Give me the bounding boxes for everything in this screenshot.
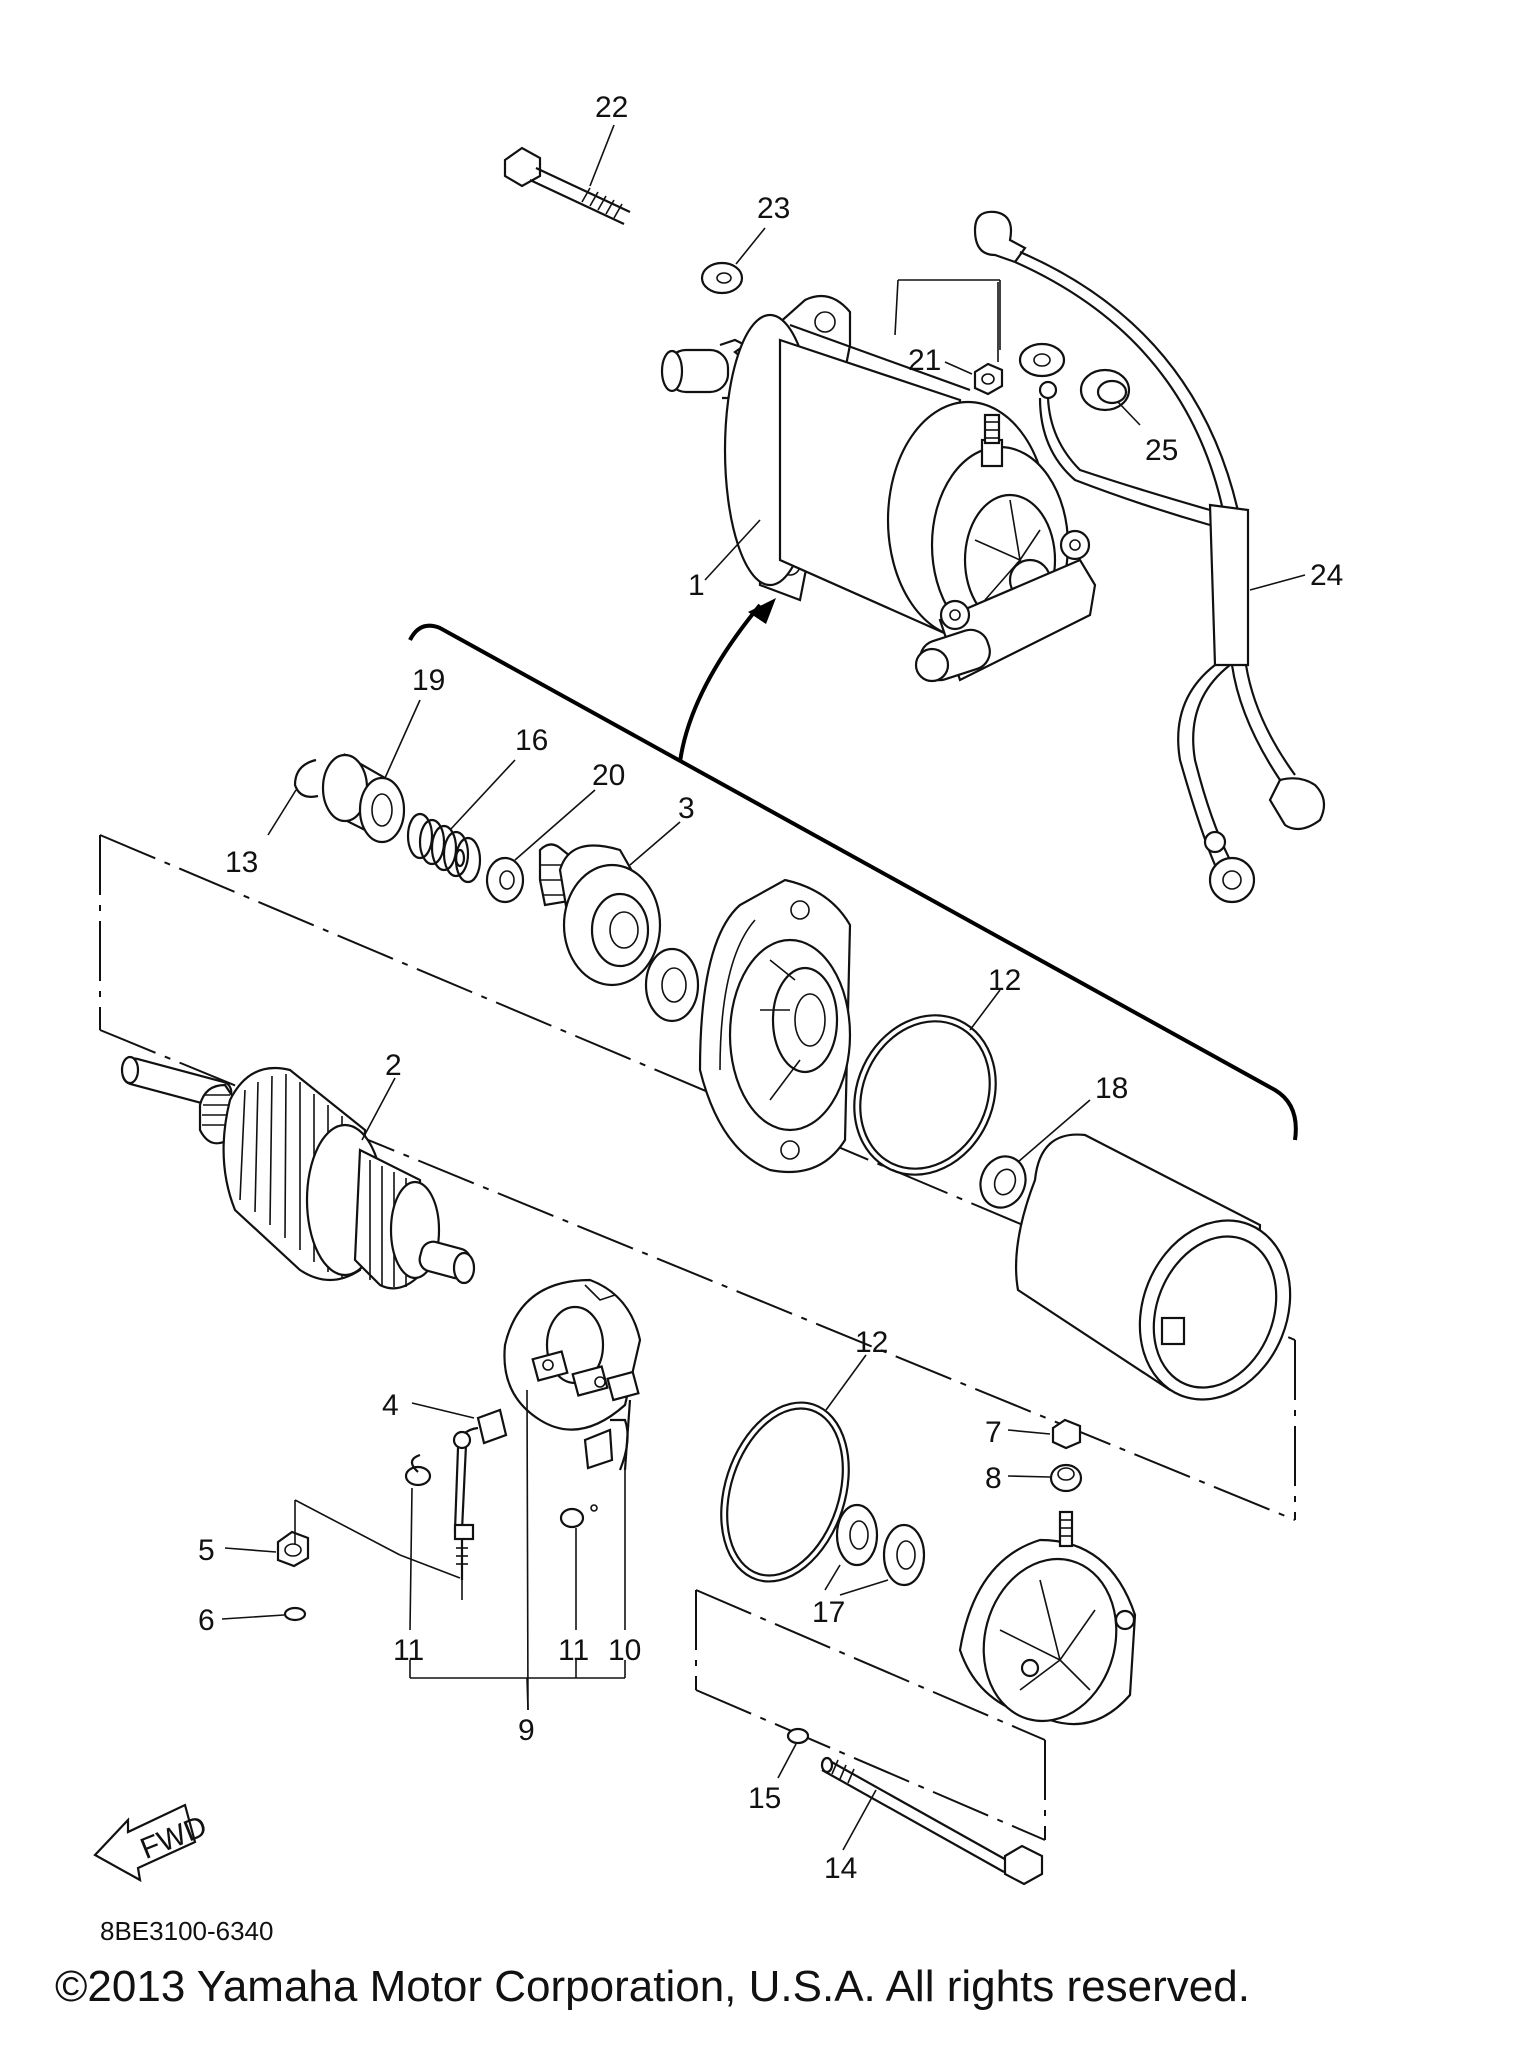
washer-unlabeled[interactable]: [644, 947, 700, 1023]
collar-19[interactable]: [321, 699, 421, 844]
label-3: 3: [678, 792, 695, 825]
label-21: 21: [908, 344, 941, 377]
label-19: 19: [412, 664, 445, 697]
nut-25[interactable]: [1079, 368, 1141, 426]
label-17: 17: [812, 1596, 845, 1629]
label-10: 10: [608, 1634, 641, 1667]
part-number-labels: 22 23 21 25 24 1 19 16 20 3 13 12 18 2 1…: [198, 91, 1343, 1885]
clutch-3[interactable]: [538, 821, 681, 987]
label-13: 13: [225, 846, 258, 879]
nut-21[interactable]: [944, 361, 1004, 396]
washer-18[interactable]: [973, 1099, 1091, 1214]
starter-motor-1[interactable]: [660, 294, 1097, 685]
label-6: 6: [198, 1604, 215, 1637]
nut-7[interactable]: [1007, 1418, 1082, 1450]
yoke[interactable]: [1014, 1133, 1316, 1423]
washer-23[interactable]: [700, 227, 766, 295]
label-25: 25: [1145, 434, 1178, 467]
grommet-8[interactable]: [1007, 1463, 1083, 1493]
label-2: 2: [385, 1049, 402, 1082]
label-12a: 12: [988, 964, 1021, 997]
label-9: 9: [518, 1714, 535, 1747]
brush-10[interactable]: [583, 1399, 632, 1471]
group-leaders: [294, 1389, 626, 1711]
lock-washer-11-left[interactable]: [404, 1453, 432, 1487]
label-7: 7: [985, 1416, 1002, 1449]
label-11a: 11: [393, 1634, 424, 1667]
washer-20[interactable]: [485, 789, 596, 904]
label-1: 1: [688, 569, 705, 602]
label-15: 15: [748, 1782, 781, 1815]
fwd-arrow: FWD: [93, 1803, 212, 1883]
label-4: 4: [382, 1389, 399, 1422]
lead-wire-24[interactable]: [973, 210, 1326, 904]
armature-2[interactable]: [120, 1055, 476, 1290]
label-16: 16: [515, 724, 548, 757]
label-22: 22: [595, 91, 628, 124]
front-cover[interactable]: [698, 878, 852, 1174]
o-ring-12-upper[interactable]: [829, 989, 1022, 1198]
label-8: 8: [985, 1462, 1002, 1495]
copyright-notice: ©2013 Yamaha Motor Corporation, U.S.A. A…: [55, 1962, 1250, 2011]
reference-bracket-top: [894, 279, 1001, 362]
lock-washer-11-right[interactable]: [559, 1504, 598, 1529]
circlip-13[interactable]: [267, 758, 319, 836]
washer-15[interactable]: [777, 1727, 810, 1779]
label-11b: 11: [558, 1634, 589, 1667]
washer-17-a[interactable]: [835, 1503, 879, 1567]
dash-frame-lower: [695, 1589, 1046, 1841]
label-24: 24: [1310, 559, 1343, 592]
diagram-code: 8BE3100-6340: [100, 1916, 273, 1946]
brush-holder-plate[interactable]: [503, 1278, 642, 1431]
bolt-22[interactable]: [503, 124, 631, 225]
label-12b: 12: [855, 1326, 888, 1359]
label-5: 5: [198, 1534, 215, 1567]
label-14: 14: [824, 1852, 857, 1885]
brush-4[interactable]: [411, 1402, 508, 1580]
bolt-14[interactable]: [820, 1756, 1044, 1886]
spring-16[interactable]: [406, 759, 516, 884]
label-20: 20: [592, 759, 625, 792]
nut-5[interactable]: [224, 1530, 310, 1568]
label-18: 18: [1095, 1072, 1128, 1105]
o-ring-12-lower[interactable]: [700, 1354, 871, 1598]
washer-6[interactable]: [221, 1606, 307, 1622]
assembly-bracket: [408, 598, 1298, 1141]
label-23: 23: [757, 192, 790, 225]
washer-17-b[interactable]: [882, 1523, 926, 1587]
rear-cover[interactable]: [958, 1510, 1137, 1736]
